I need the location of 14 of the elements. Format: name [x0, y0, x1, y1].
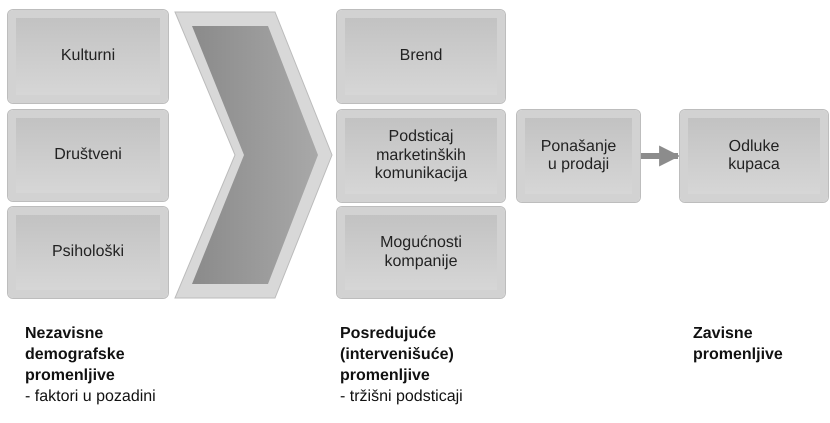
process-box: Psihološki — [8, 207, 168, 298]
arrow — [641, 146, 680, 166]
process-box: Odluke kupaca — [680, 110, 828, 202]
process-box: Društveni — [8, 110, 168, 201]
group-note: - tržišni podsticaji — [340, 387, 464, 407]
process-box: Ponašanje u prodaji — [517, 110, 640, 202]
process-box: Podsticaj marketinških komunikacija — [337, 110, 505, 202]
group-note: - faktori u pozadini — [25, 387, 157, 407]
group-heading: Nezavisne demografske promenljive — [25, 324, 126, 386]
group-heading: Zavisne promenljive — [693, 324, 784, 365]
process-box: Brend — [337, 10, 505, 103]
process-box: Mogućnosti kompanije — [337, 207, 505, 298]
group-heading: Posredujuće (intervenišuće) promenljive — [340, 324, 455, 386]
process-box: Kulturni — [8, 10, 168, 103]
